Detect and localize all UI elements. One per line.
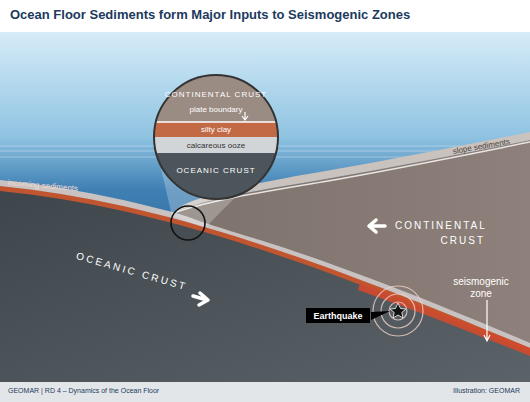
node-text: plate boundary xyxy=(190,105,243,114)
crust-band: CONTINENTAL CRUST plate boundary xyxy=(160,82,272,122)
node-text: OCEANIC CRUST xyxy=(176,166,255,175)
clay-band: silty clay xyxy=(160,122,272,137)
footer-text: GEOMAR | RD 4 – Dynamics of the Ocean Fl… xyxy=(8,387,159,395)
crust-band: OCEANIC CRUST xyxy=(160,155,272,185)
node-text: silty clay xyxy=(201,125,231,134)
node-text: calcareous ooze xyxy=(187,141,245,150)
node-text: CONTINENTAL CRUST xyxy=(165,90,267,99)
node-text: Earthquake xyxy=(313,311,362,321)
earthquake-box: Earthquake xyxy=(306,308,370,323)
plate-label: CONTINENTAL CRUST xyxy=(395,219,485,248)
ooze-band: calcareous ooze xyxy=(160,137,272,153)
zone-label: seismogenic zone xyxy=(446,276,516,299)
title: Ocean Floor Sediments form Major Inputs … xyxy=(10,8,410,23)
footer-text: Illustration: GEOMAR xyxy=(453,387,520,395)
